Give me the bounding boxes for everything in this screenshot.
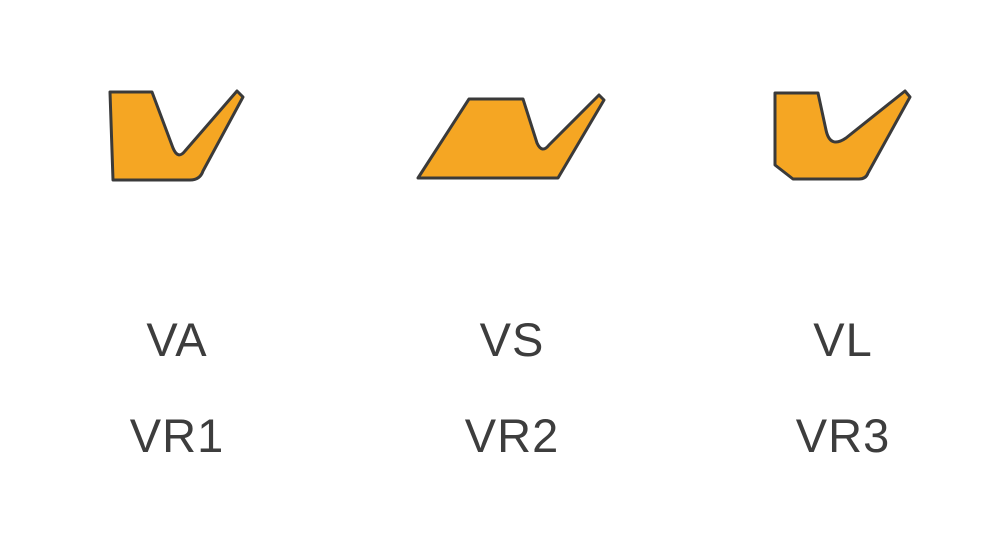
diagram-column-va: VA VR1 [37,0,317,546]
series-label-vr1: VR1 [129,409,225,462]
type-label-vs: VS [479,313,545,366]
type-label-va: VA [146,313,208,366]
va-seal-profile-icon [108,89,244,182]
series-label-vr2: VR2 [464,409,560,462]
series-label-vr3: VR3 [795,409,891,462]
shape-area [372,84,652,186]
diagram-column-vs: VS VR2 [372,0,652,546]
vs-seal-profile-icon [416,93,605,180]
shape-area [37,84,317,186]
vl-seal-profile-icon [773,89,911,181]
type-label-vl: VL [813,313,873,366]
shape-area [703,84,983,186]
diagram-column-vl: VL VR3 [703,0,983,546]
